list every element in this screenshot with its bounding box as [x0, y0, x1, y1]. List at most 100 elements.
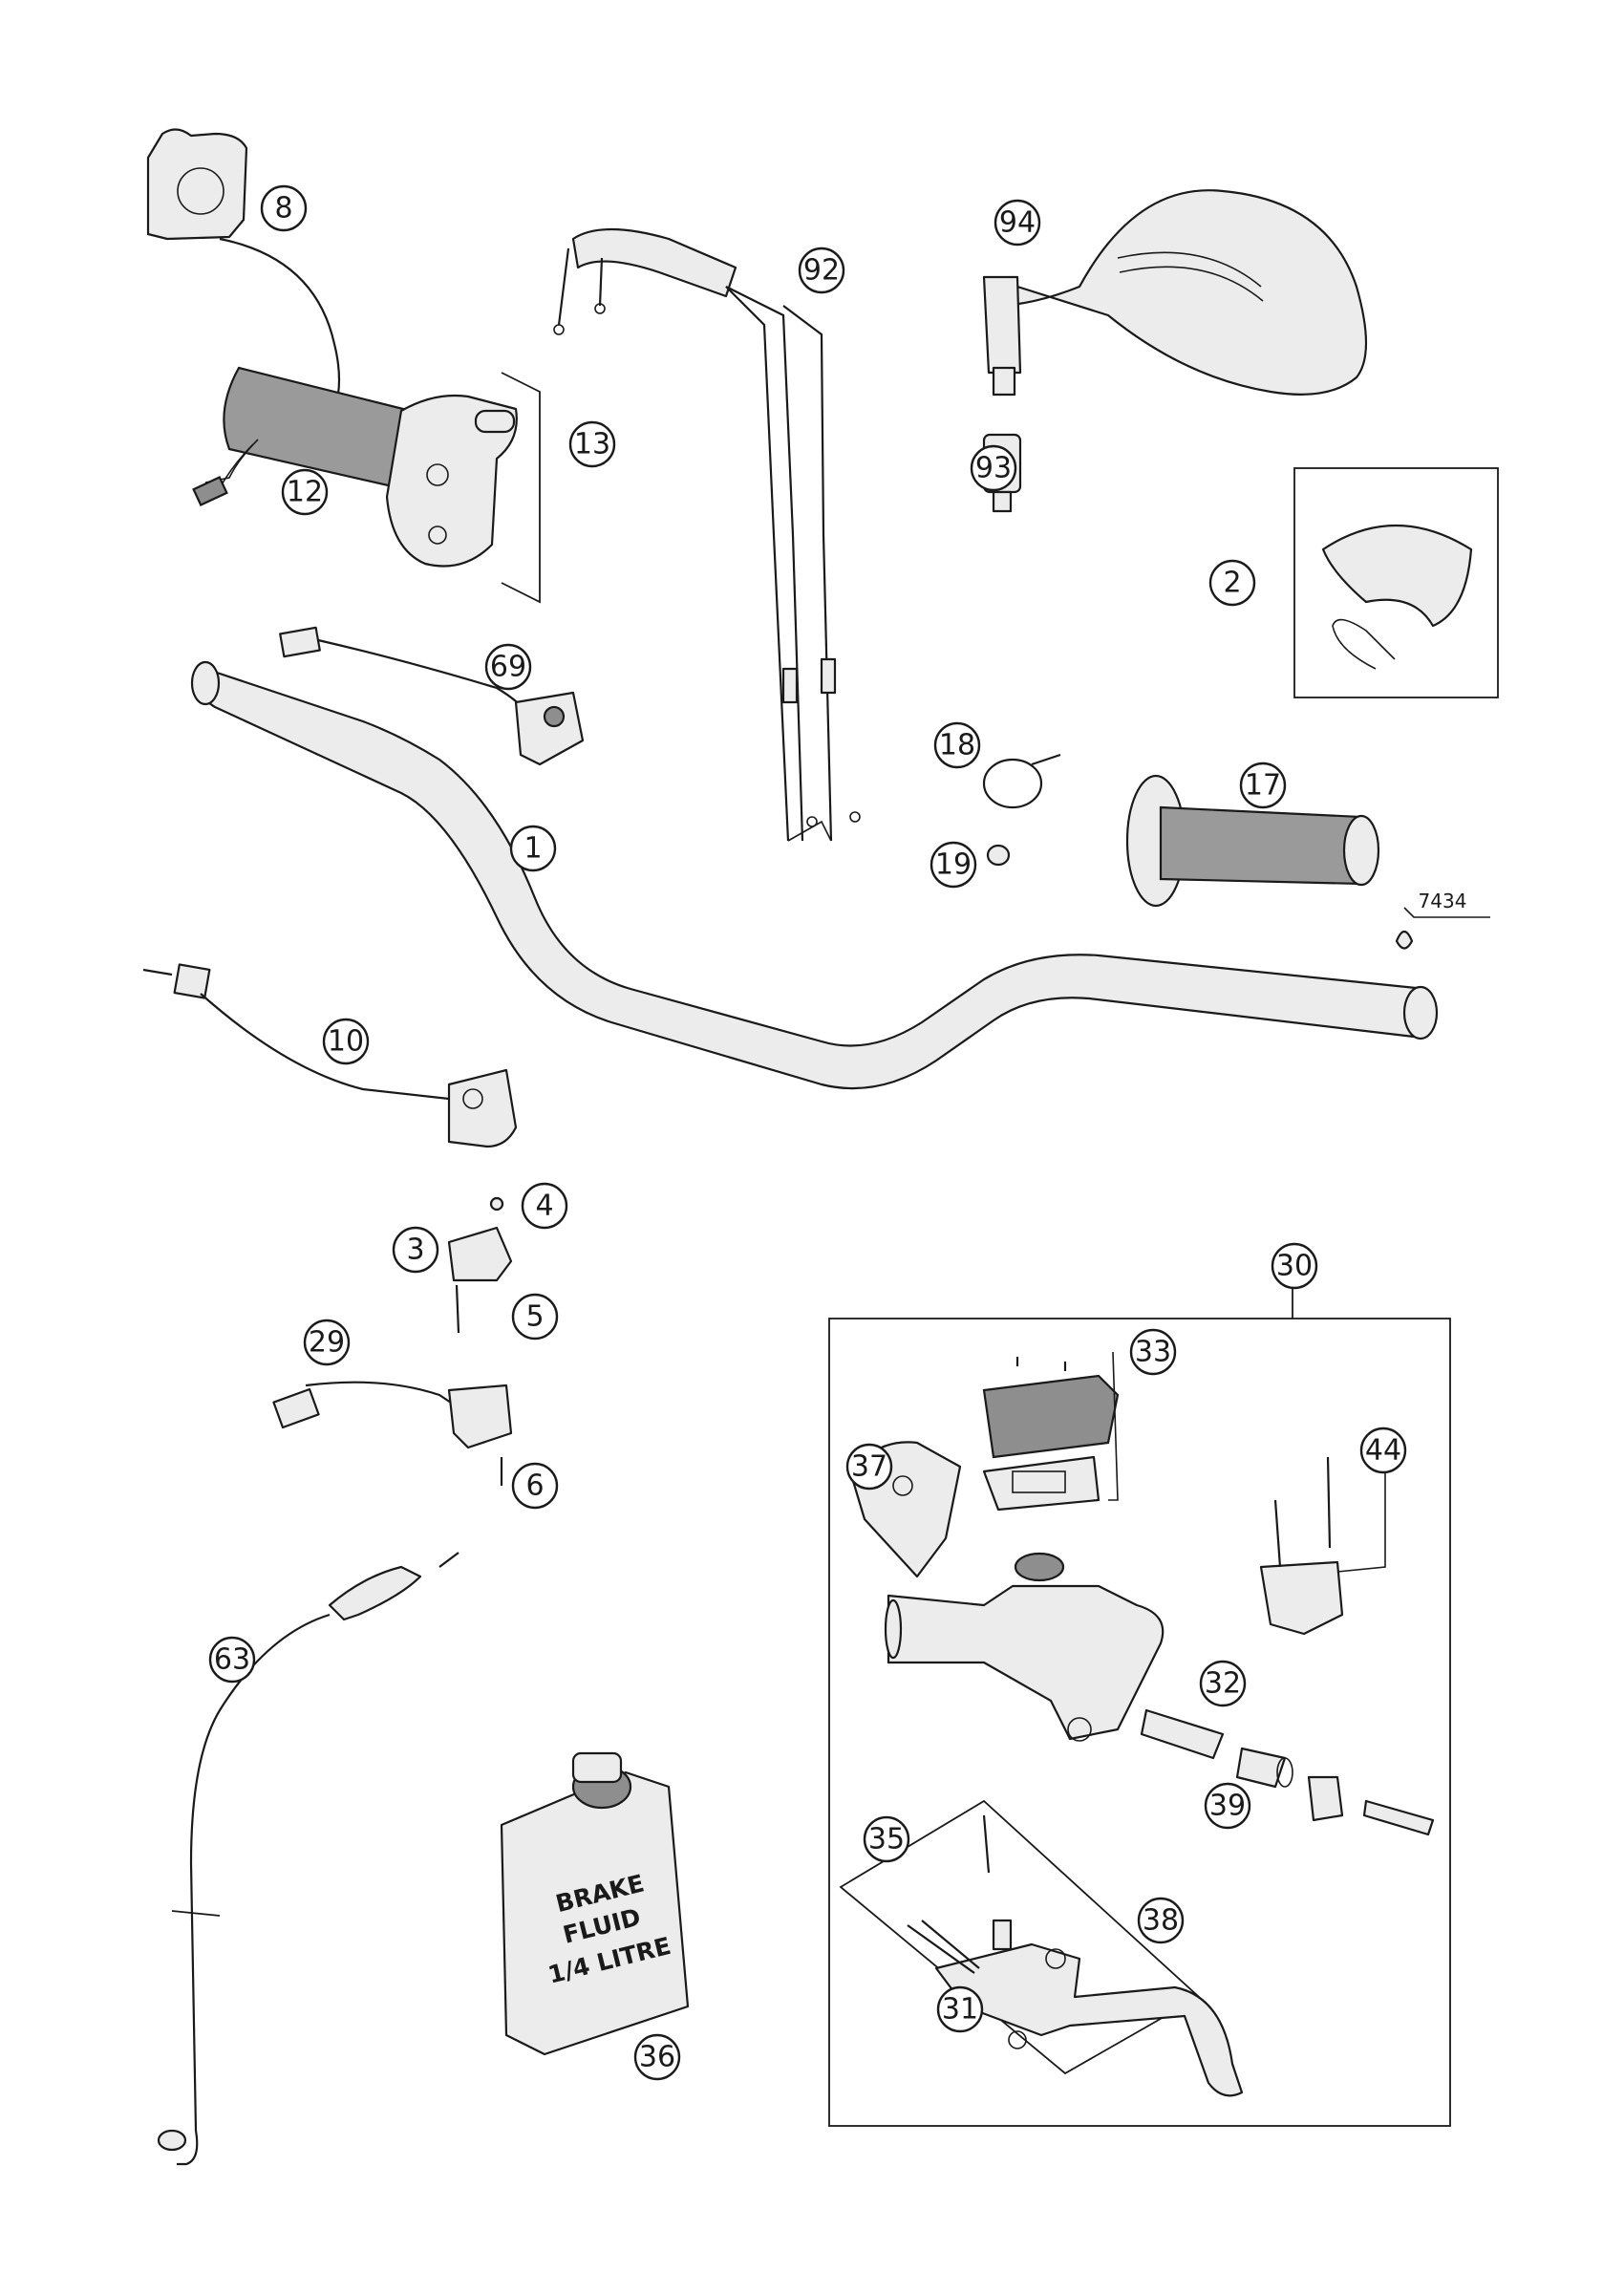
callout-number: 63	[214, 1643, 250, 1677]
callout-number: 93	[975, 452, 1012, 485]
callout-circle	[1137, 1897, 1185, 1944]
kill-switch	[279, 626, 585, 766]
callout-92: 92	[798, 247, 845, 294]
callout-number: 17	[1245, 769, 1281, 803]
callout-number: 10	[328, 1025, 364, 1059]
reference-code: 7434	[1419, 890, 1467, 912]
callout-circle	[322, 1018, 370, 1065]
callout-number: 8	[274, 192, 292, 225]
callout-number: 1	[524, 832, 542, 866]
callout-4: 4	[521, 1182, 568, 1230]
callout-19: 19	[930, 841, 977, 889]
callout-number: 35	[868, 1823, 905, 1856]
callout-number: 69	[490, 651, 526, 684]
callout-number: 13	[574, 428, 610, 461]
start-switch	[272, 1381, 513, 1486]
callout-number: 39	[1209, 1790, 1246, 1823]
callout-33: 33	[1129, 1328, 1177, 1376]
mirror	[982, 189, 1368, 513]
callout-number: 92	[803, 254, 840, 288]
callout-30: 30	[1271, 1242, 1318, 1290]
callout-44: 44	[1359, 1427, 1407, 1474]
callout-8: 8	[260, 184, 308, 232]
callout-35: 35	[863, 1815, 910, 1863]
callout-10: 10	[322, 1018, 370, 1065]
callout-29: 29	[303, 1319, 351, 1366]
callout-number: 18	[939, 729, 975, 762]
callout-69: 69	[484, 643, 532, 691]
callout-17: 17	[1239, 762, 1287, 809]
callout-31: 31	[936, 1985, 984, 2033]
throttle-cables	[553, 227, 861, 842]
hand-guard-kit	[1293, 467, 1499, 698]
callout-circle	[1129, 1328, 1177, 1376]
callout-number: 30	[1276, 1250, 1313, 1283]
callout-36: 36	[633, 2033, 681, 2081]
callout-number: 32	[1205, 1667, 1241, 1701]
callout-circle	[392, 1226, 439, 1274]
master-cylinder-kit	[828, 1271, 1451, 2127]
callout-circle	[863, 1815, 910, 1863]
callout-38: 38	[1137, 1897, 1185, 1944]
callout-number: 6	[525, 1470, 544, 1503]
callout-circle	[994, 199, 1041, 247]
callout-93: 93	[970, 444, 1017, 492]
callout-94: 94	[994, 199, 1041, 247]
callout-number: 38	[1143, 1904, 1179, 1938]
callout-number: 31	[942, 1993, 978, 2027]
callout-32: 32	[1199, 1660, 1247, 1707]
callout-39: 39	[1204, 1782, 1251, 1830]
callout-18: 18	[933, 721, 981, 769]
hydraulic-line	[157, 1552, 459, 2166]
callout-number: 2	[1223, 567, 1241, 600]
callout-13: 13	[568, 420, 616, 468]
callout-number: 12	[287, 476, 323, 509]
callout-circle	[1199, 1660, 1247, 1707]
callout-circle	[970, 444, 1017, 492]
callout-circle	[303, 1319, 351, 1366]
callout-circle	[845, 1443, 893, 1491]
blanking-plug	[986, 844, 1011, 867]
left-grip	[1125, 774, 1380, 908]
callout-3: 3	[392, 1226, 439, 1274]
callout-circle	[260, 184, 308, 232]
callout-circle	[1204, 1782, 1251, 1830]
callout-circle	[568, 420, 616, 468]
callout-circle	[1208, 559, 1256, 607]
callout-circle	[930, 841, 977, 889]
callout-number: 19	[935, 848, 972, 882]
callout-circle	[1271, 1242, 1318, 1290]
callout-number: 5	[525, 1300, 544, 1334]
callout-5: 5	[511, 1293, 559, 1341]
callout-number: 33	[1135, 1336, 1171, 1369]
callout-number: 4	[535, 1190, 553, 1223]
callout-number: 44	[1365, 1434, 1401, 1468]
callout-circle	[633, 2033, 681, 2081]
callout-circle	[208, 1636, 256, 1684]
callout-circle	[1239, 762, 1287, 809]
callout-number: 36	[639, 2041, 675, 2074]
callout-63: 63	[208, 1636, 256, 1684]
switch-clamp	[447, 1196, 513, 1334]
cable-tie	[982, 753, 1061, 809]
callout-circle	[933, 721, 981, 769]
callout-circle	[511, 1462, 559, 1510]
callout-circle	[281, 468, 329, 516]
callout-12: 12	[281, 468, 329, 516]
callout-number: 29	[309, 1326, 345, 1360]
callout-2: 2	[1208, 559, 1256, 607]
reference-marker	[1395, 907, 1490, 950]
callout-circle	[1359, 1427, 1407, 1474]
callout-circle	[509, 825, 557, 872]
brake-fluid-can	[500, 1751, 690, 2056]
callout-circle	[936, 1985, 984, 2033]
callout-1: 1	[509, 825, 557, 872]
callout-number: 37	[851, 1450, 887, 1484]
throttle-housing-assembly	[146, 128, 541, 604]
callout-circle	[798, 247, 845, 294]
callout-6: 6	[511, 1462, 559, 1510]
callout-number: 3	[406, 1234, 424, 1267]
callout-number: 94	[999, 206, 1036, 240]
